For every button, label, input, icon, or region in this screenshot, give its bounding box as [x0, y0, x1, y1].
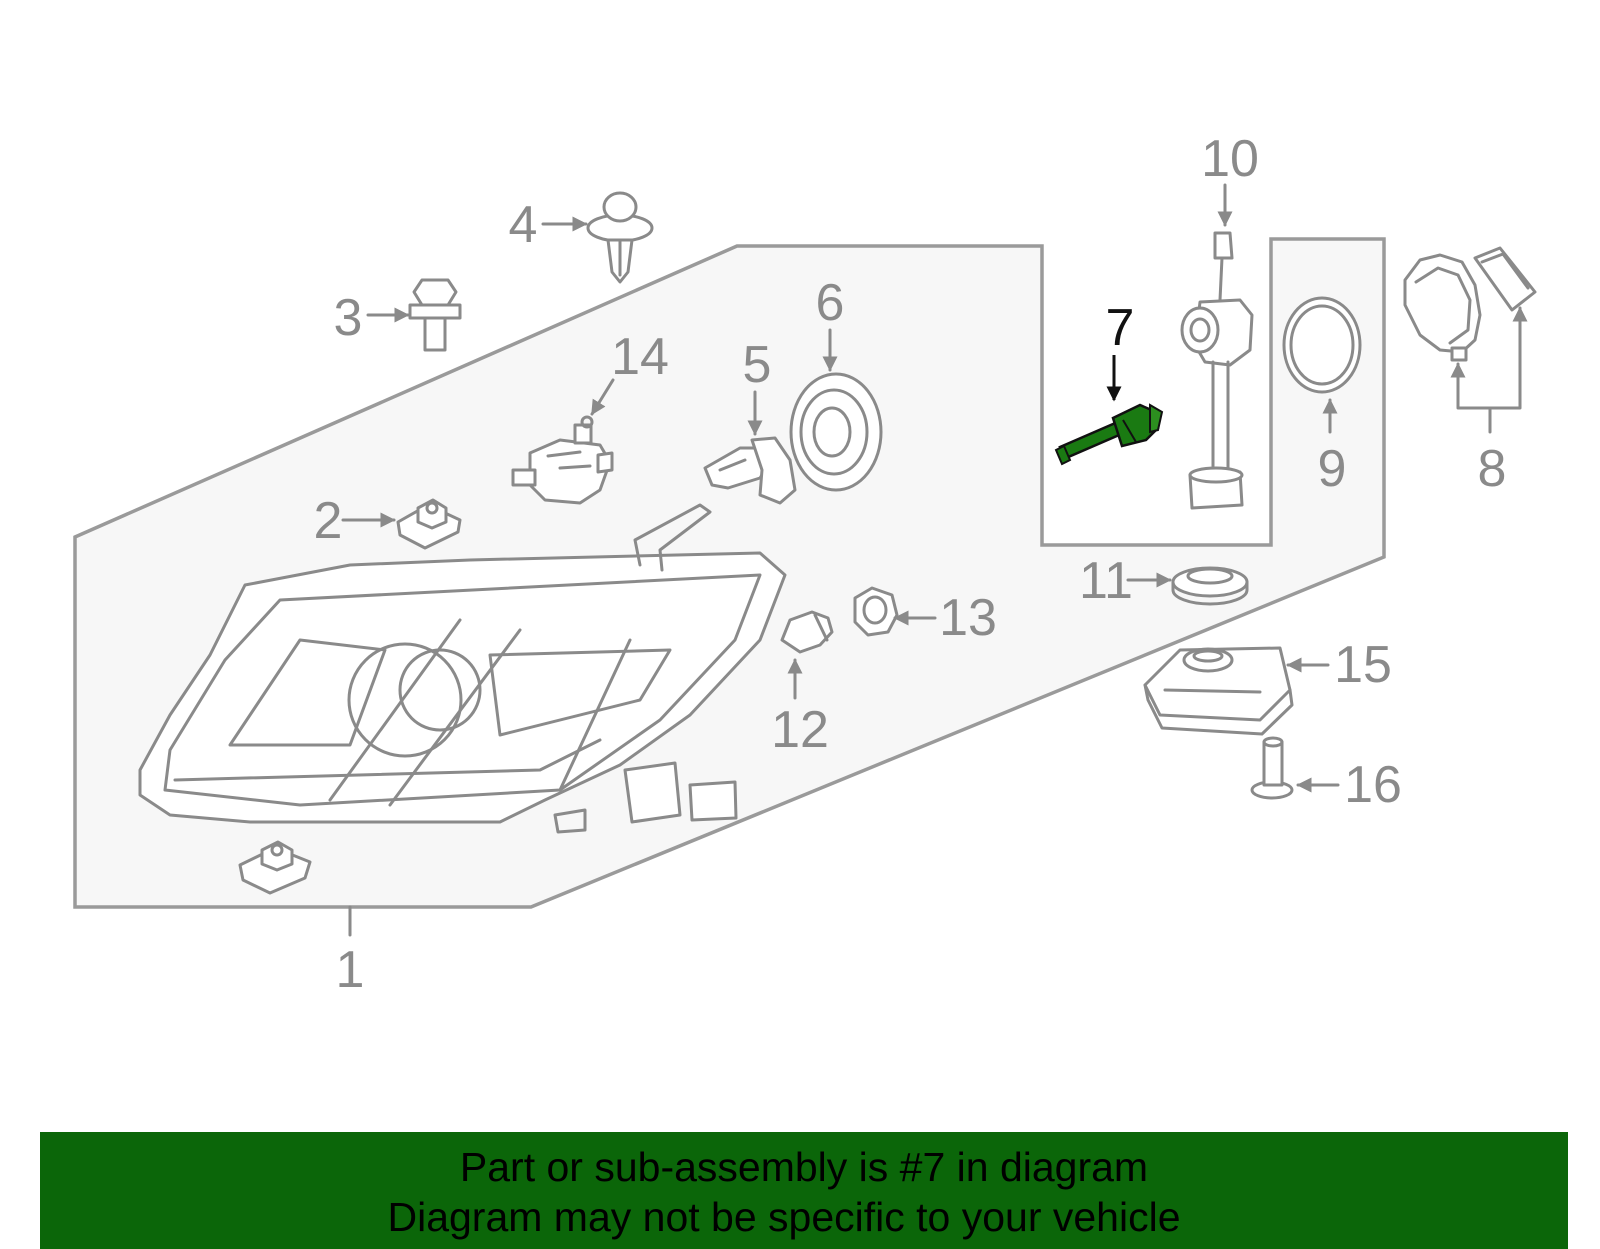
callout-8: 8	[1478, 440, 1507, 498]
callout-11: 11	[1079, 552, 1133, 610]
leveling-motor-14	[511, 415, 614, 505]
dust-cover-6	[789, 372, 883, 492]
callout-7: 7	[1106, 299, 1135, 357]
callout-3: 3	[334, 289, 363, 347]
arrow-14	[590, 378, 615, 416]
screw-16	[1250, 736, 1294, 800]
banner-line-disclaimer: Diagram may not be specific to your vehi…	[387, 1194, 1181, 1240]
info-banner: Part or sub-assembly is #7 in diagram Di…	[40, 1132, 1568, 1249]
callout-1: 1	[336, 941, 365, 999]
clip-nut-upper	[396, 498, 462, 550]
callout-12: 12	[771, 701, 829, 759]
callout-4: 4	[509, 196, 538, 254]
socket-13	[853, 586, 899, 637]
wedge-bulb-12	[780, 610, 834, 654]
clip-nut-lower	[238, 840, 312, 895]
callout-6: 6	[816, 274, 845, 332]
seal-ring-9	[1282, 296, 1362, 394]
socket-harness-10	[1180, 231, 1254, 510]
headlamp-assembly	[138, 503, 787, 834]
callout-2: 2	[314, 492, 343, 550]
callout-9: 9	[1318, 440, 1347, 498]
socket-cap-8	[1403, 246, 1537, 362]
banner-line-part: Part or sub-assembly is #7 in diagram	[459, 1144, 1149, 1190]
callout-15: 15	[1334, 636, 1392, 694]
callout-10: 10	[1201, 130, 1259, 188]
grommet-11	[1171, 566, 1249, 606]
callout-16: 16	[1344, 756, 1402, 814]
halogen-bulb-5	[703, 436, 797, 505]
ballast-unit-15	[1143, 646, 1294, 736]
highlighted-part-7	[1054, 403, 1164, 466]
push-clip-4	[586, 191, 654, 284]
callout-14: 14	[611, 328, 669, 386]
callout-5: 5	[743, 336, 772, 394]
callout-13: 13	[939, 589, 997, 647]
bolt-3	[408, 278, 462, 352]
